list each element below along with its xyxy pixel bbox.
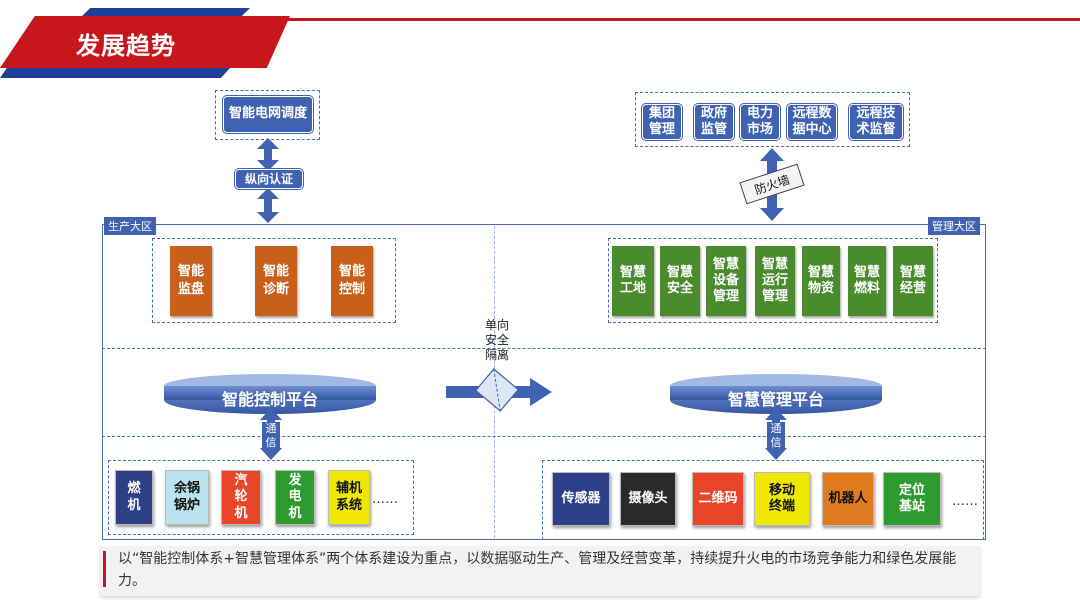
stakeholder-box-3: 电力 市场 [740, 104, 780, 140]
footer-text: 以“智能控制体系+智慧管理体系”两个体系建设为重点，以数据驱动生产、管理及经营变… [118, 551, 957, 589]
management-app-7: 智慧 经营 [893, 246, 933, 316]
page-title: 发展趋势 [76, 32, 176, 60]
management-platform-shape [670, 374, 882, 414]
zone-tag-management: 管理大区 [928, 217, 980, 235]
production-device-5: 辅机 系统 [328, 470, 370, 525]
management-device-6: 定位 基站 [883, 472, 941, 526]
stakeholder-frame [635, 92, 910, 147]
management-devices-frame [542, 460, 984, 540]
production-devices-more: …… [372, 492, 398, 507]
management-comm-label: 通 信 [767, 422, 785, 450]
management-platform-label: 智慧管理平台 [727, 390, 824, 409]
stakeholder-box-5: 远程技 术监督 [849, 104, 903, 140]
production-apps-frame [152, 238, 396, 323]
management-device-4: 移动 终端 [754, 472, 810, 526]
production-device-2: 余锅 锅炉 [165, 470, 209, 525]
production-device-1: 燃 机 [115, 470, 153, 525]
stakeholder-box-2: 政府 监管 [694, 104, 734, 140]
management-app-4: 智慧 运行 管理 [755, 246, 795, 316]
management-app-5: 智慧 物资 [802, 246, 840, 316]
management-app-6: 智慧 燃料 [848, 246, 886, 316]
management-device-1: 传感器 [552, 472, 610, 526]
management-app-3: 智慧 设备 管理 [706, 246, 746, 316]
production-app-1: 智能 监盘 [170, 246, 212, 316]
production-app-3: 智能 控制 [331, 246, 373, 316]
firewall-box [739, 163, 805, 205]
production-device-3: 汽 轮 机 [221, 470, 261, 525]
stakeholder-box-4: 远程数 据中心 [787, 104, 837, 140]
management-devices-more: …… [952, 494, 978, 509]
management-app-1: 智慧 工地 [612, 246, 654, 316]
header-accent-bottom [0, 68, 230, 78]
production-app-2: 智能 诊断 [255, 246, 297, 316]
control-platform-shape [164, 374, 376, 414]
production-device-4: 发 电 机 [275, 470, 315, 525]
dispatch-arrow-upper [257, 138, 279, 171]
auth-label: 纵向认证 [235, 169, 303, 189]
management-device-2: 摄像头 [620, 472, 676, 526]
footer-panel [100, 546, 980, 596]
header-banner [0, 16, 290, 68]
production-devices-frame [108, 460, 414, 535]
header-rule [240, 18, 1080, 21]
stakeholder-box-1: 集团 管理 [642, 104, 682, 140]
control-comm-label: 通 信 [262, 422, 280, 450]
dispatch-arrow-lower [257, 188, 279, 223]
header-accent-top [80, 8, 250, 18]
layer-divider-2 [102, 436, 986, 437]
management-apps-frame [608, 238, 938, 323]
layer-divider-1 [102, 348, 986, 349]
isolation-label: 单向 安全 隔离 [484, 318, 509, 362]
management-app-2: 智慧 安全 [660, 246, 700, 316]
control-platform-label: 智能控制平台 [221, 390, 318, 409]
management-device-3: 二维码 [692, 472, 744, 526]
management-device-5: 机器人 [822, 472, 874, 526]
isolation-device [474, 368, 520, 412]
dispatch-box: 智能电网调度 [223, 96, 313, 133]
footer-accent [103, 551, 106, 587]
zone-tag-production: 生产大区 [104, 217, 156, 235]
